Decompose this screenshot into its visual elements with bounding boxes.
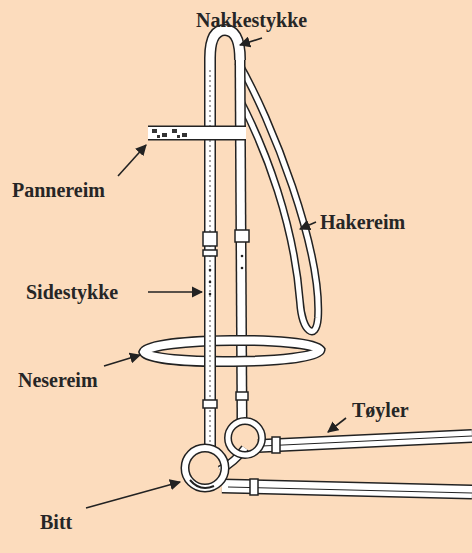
part-label: Tøyler [352,398,409,422]
part-label: Nakkestykke [196,8,307,32]
part-label: Bitt [40,510,72,534]
part-label: Pannereim [12,178,105,202]
part-label: Sidestykke [26,280,118,304]
part-label: Nesereim [18,368,98,392]
part-label: Hakereim [320,210,405,234]
